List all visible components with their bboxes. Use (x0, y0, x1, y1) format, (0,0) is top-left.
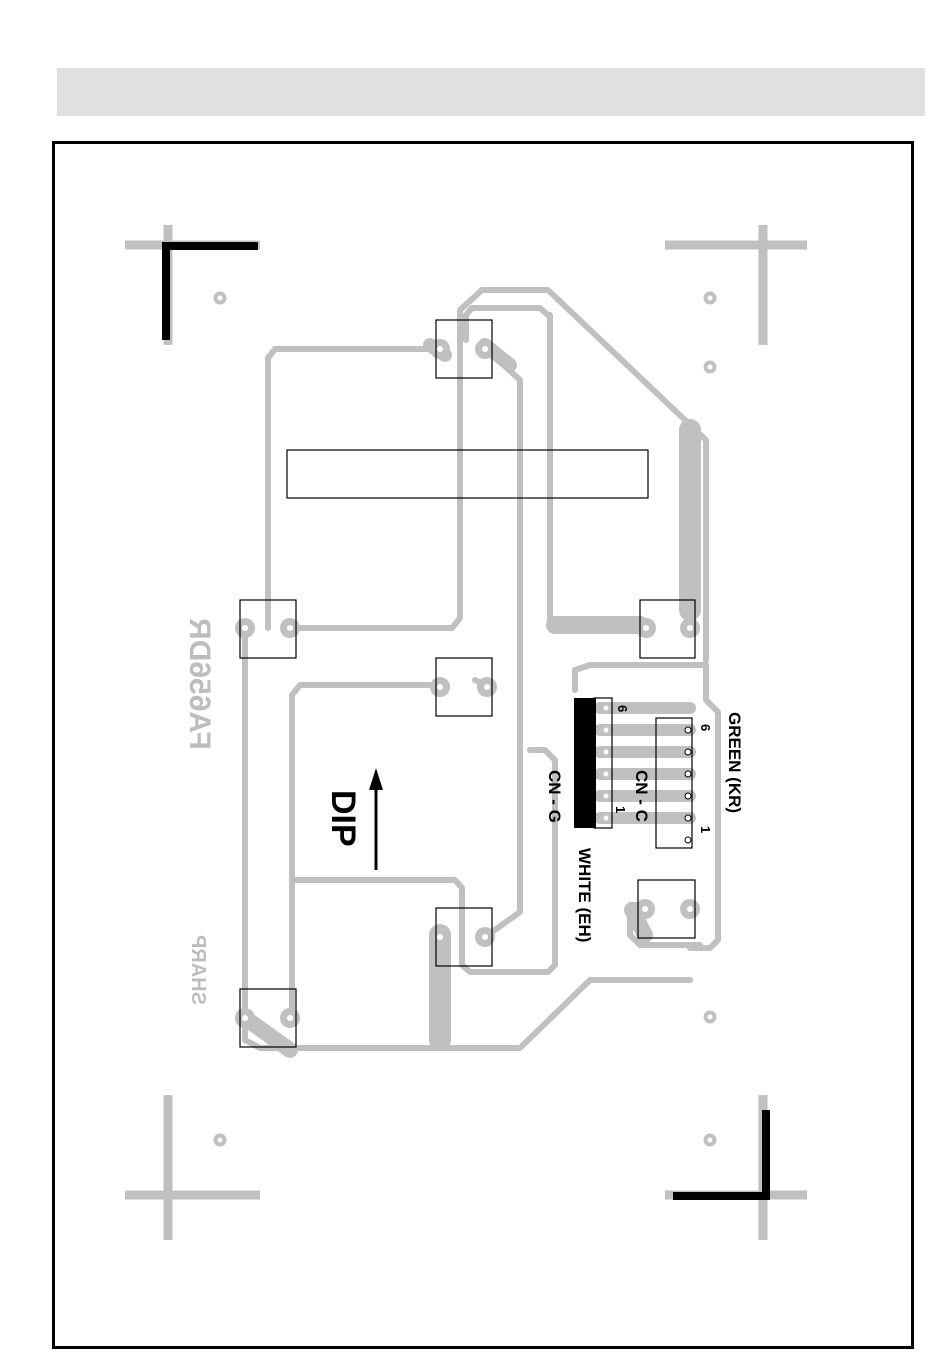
cn-c-pin6-label: 6 (698, 724, 713, 731)
cn-c-label: CN - C (632, 770, 651, 822)
cn-g-pin1-label: 1 (613, 806, 628, 813)
cn-g-pins (603, 705, 609, 821)
cn-g-label: CN - G (545, 770, 564, 823)
dip-label: DIP (324, 790, 362, 847)
cn-c-pins (685, 727, 691, 843)
cn-c-pin1-label: 1 (698, 826, 713, 833)
cn-g-pin6-label: 6 (615, 705, 630, 712)
registration-marks (125, 225, 807, 1240)
dip-arrow (369, 768, 383, 870)
corner-marks (166, 246, 766, 1196)
silk-model-text: FA656DR (183, 618, 216, 750)
white-eh-label: WHITE (EH) (575, 848, 594, 942)
cn-g-connector (574, 698, 596, 828)
silk-brand-text: SHARP (187, 935, 209, 1005)
green-kr-label: GREEN (KR) (725, 712, 744, 813)
